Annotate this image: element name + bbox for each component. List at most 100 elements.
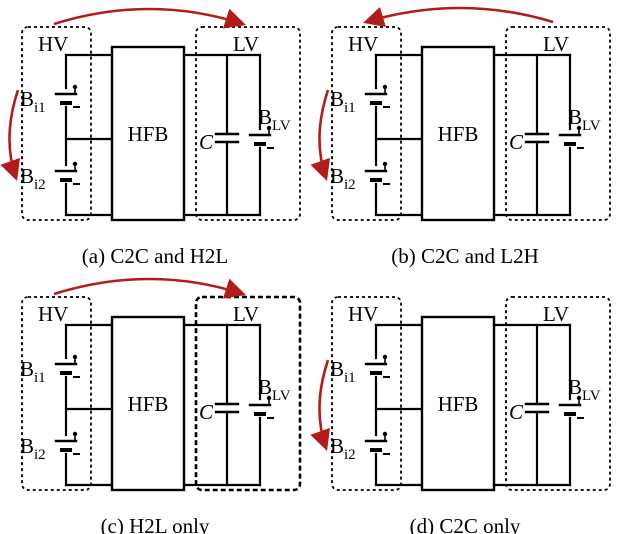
- hfb-converter-block: [420, 315, 496, 492]
- hfb-label: HFB: [128, 122, 169, 146]
- battery-short-plate: [370, 371, 382, 375]
- battery-i1-label: Bi1: [330, 87, 356, 116]
- battery-lv: [248, 125, 274, 149]
- battery-lv-label: BLV: [568, 375, 601, 404]
- energy-flow-arrow-hv-to-lv: [53, 277, 246, 299]
- battery-i1-label-main: B: [20, 357, 34, 381]
- battery-short-plate: [60, 448, 72, 452]
- hfb-converter-block: [110, 45, 186, 222]
- lv-region-box: [194, 295, 302, 492]
- lv-label: LV: [233, 302, 259, 326]
- battery-i2-label-main: B: [330, 434, 344, 458]
- lv-region-box: [505, 26, 611, 221]
- battery-i1-label: Bi1: [330, 357, 356, 386]
- battery-short-plate: [564, 142, 576, 146]
- battery-short-plate: [564, 412, 576, 416]
- lv-region-box: [505, 296, 611, 491]
- energy-flow-arrow-cell-to-cell: [310, 359, 330, 451]
- capacitor-label: C: [199, 130, 214, 154]
- panel-caption: (b) C2C and L2H: [391, 244, 539, 268]
- battery-lv-label: BLV: [258, 375, 291, 404]
- hfb-label: HFB: [128, 392, 169, 416]
- lv-label: LV: [543, 302, 569, 326]
- battery-lv-label: BLV: [258, 105, 291, 134]
- battery-i1-label: Bi1: [20, 87, 46, 116]
- battery-i1-label-main: B: [20, 87, 34, 111]
- battery-short-plate: [254, 142, 266, 146]
- battery-lv-label: BLV: [568, 105, 601, 134]
- battery-i1-label-subscript: i1: [34, 370, 46, 386]
- battery-i1-label-main: B: [330, 357, 344, 381]
- battery-i1-label-main: B: [330, 87, 344, 111]
- battery-lv-label-main: B: [258, 105, 272, 129]
- battery-short-plate: [60, 371, 72, 375]
- hv-region-box: [21, 296, 92, 491]
- battery-lv-label-main: B: [568, 105, 582, 129]
- battery-i2-label: Bi2: [20, 434, 46, 463]
- battery-short-plate: [370, 448, 382, 452]
- hv-region-box: [331, 26, 402, 221]
- battery-short-plate: [370, 178, 382, 182]
- hv-region-box: [331, 296, 402, 491]
- hv-label: HV: [38, 302, 68, 326]
- hv-label: HV: [348, 32, 378, 56]
- capacitor-label: C: [509, 400, 524, 424]
- hfb-label: HFB: [438, 122, 479, 146]
- battery-lv: [558, 395, 584, 419]
- panel-caption: (d) C2C only: [410, 514, 521, 534]
- battery-i2-label-main: B: [20, 434, 34, 458]
- lv-label: LV: [543, 32, 569, 56]
- energy-flow-arrow-hv-to-lv: [53, 7, 246, 29]
- battery-i2: [54, 431, 80, 455]
- battery-i1-label-subscript: i1: [34, 100, 46, 116]
- battery-short-plate: [60, 178, 72, 182]
- battery-i1-label: Bi1: [20, 357, 46, 386]
- energy-flow-arrow-cell-to-cell: [310, 89, 330, 181]
- battery-lv: [558, 125, 584, 149]
- battery-i2-label: Bi2: [330, 434, 356, 463]
- battery-i2-label: Bi2: [20, 164, 46, 193]
- battery-lv-label-subscript: LV: [582, 388, 601, 404]
- hv-label: HV: [38, 32, 68, 56]
- battery-i1: [364, 354, 390, 378]
- capacitor-label: C: [199, 400, 214, 424]
- panel-caption: (a) C2C and H2L: [82, 244, 228, 268]
- hfb-label: HFB: [438, 392, 479, 416]
- battery-short-plate: [370, 101, 382, 105]
- battery-short-plate: [60, 101, 72, 105]
- lv-label: LV: [233, 32, 259, 56]
- battery-lv-label-subscript: LV: [272, 118, 291, 134]
- battery-i1-label-subscript: i1: [344, 100, 356, 116]
- battery-i2: [54, 161, 80, 185]
- battery-lv-label-subscript: LV: [582, 118, 601, 134]
- battery-i2-label-subscript: i2: [34, 447, 46, 463]
- battery-i2-label-main: B: [20, 164, 34, 188]
- hv-region-box: [21, 26, 92, 221]
- hv-label: HV: [348, 302, 378, 326]
- hfb-converter-block: [420, 45, 496, 222]
- energy-flow-arrow-lv-to-hv: [363, 6, 554, 27]
- panel-caption: (c) H2L only: [101, 514, 210, 534]
- capacitor-label: C: [509, 130, 524, 154]
- battery-i2-label-main: B: [330, 164, 344, 188]
- battery-lv-label-main: B: [258, 375, 272, 399]
- battery-i2: [364, 161, 390, 185]
- battery-i1-label-subscript: i1: [344, 370, 356, 386]
- battery-short-plate: [254, 412, 266, 416]
- battery-i1: [54, 84, 80, 108]
- battery-i1: [54, 354, 80, 378]
- hfb-converter-block: [110, 315, 186, 492]
- battery-i2-label: Bi2: [330, 164, 356, 193]
- lv-region-box: [195, 26, 301, 221]
- battery-lv-label-main: B: [568, 375, 582, 399]
- energy-flow-arrow-cell-to-cell: [0, 89, 20, 181]
- battery-i2: [364, 431, 390, 455]
- battery-lv: [248, 395, 274, 419]
- battery-i2-label-subscript: i2: [34, 177, 46, 193]
- battery-i2-label-subscript: i2: [344, 447, 356, 463]
